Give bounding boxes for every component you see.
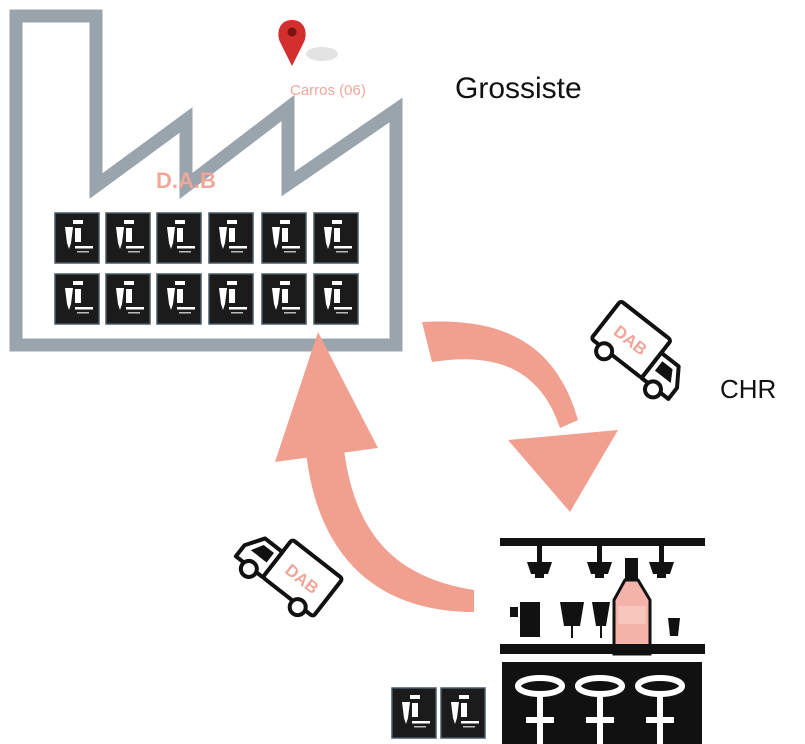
product-box-icon bbox=[208, 212, 254, 264]
location-pin-icon bbox=[278, 20, 338, 66]
product-box-icon bbox=[261, 212, 307, 264]
product-box-icon bbox=[313, 273, 359, 325]
delivery-arrow bbox=[422, 321, 618, 512]
product-box-icon bbox=[391, 687, 437, 739]
factory-outline bbox=[9, 9, 403, 352]
product-box-icon bbox=[54, 212, 100, 264]
grossiste-label: Grossiste bbox=[455, 72, 582, 105]
factory-location: Carros (06) bbox=[290, 82, 366, 99]
chr-label: CHR bbox=[720, 374, 776, 404]
product-box-icon bbox=[156, 273, 202, 325]
wine-bottle-icon bbox=[612, 558, 652, 656]
product-box-icon bbox=[313, 212, 359, 264]
product-box-icon bbox=[105, 273, 151, 325]
return-arrow bbox=[275, 332, 474, 612]
product-box-icon bbox=[440, 687, 486, 739]
delivery-truck-icon: DAB bbox=[233, 536, 344, 618]
factory-name: D.A.B bbox=[156, 168, 216, 193]
product-box-icon bbox=[105, 212, 151, 264]
product-boxes-grid bbox=[54, 212, 359, 325]
product-box-icon bbox=[156, 212, 202, 264]
delivery-truck-icon: DAB bbox=[590, 299, 681, 401]
product-box-icon bbox=[208, 273, 254, 325]
product-box-icon bbox=[261, 273, 307, 325]
bar-counter-icon bbox=[500, 538, 705, 744]
product-box-icon bbox=[54, 273, 100, 325]
